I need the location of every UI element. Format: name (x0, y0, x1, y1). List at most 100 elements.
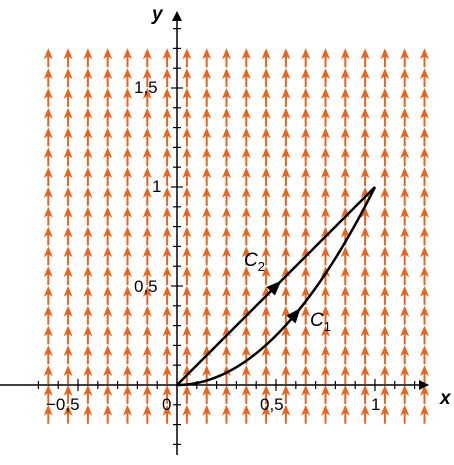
field-arrow (202, 285, 212, 305)
field-arrow (162, 345, 172, 365)
field-arrow (162, 285, 172, 305)
field-arrow (321, 384, 330, 404)
field-arrow (123, 186, 132, 206)
field-arrow (202, 266, 212, 286)
field-arrow (400, 325, 410, 345)
x-tick-label-one: 1 (371, 395, 380, 414)
field-arrow (241, 87, 251, 107)
field-arrow (241, 266, 251, 286)
field-arrow (63, 305, 73, 325)
field-arrow (142, 246, 152, 266)
field-arrow (182, 167, 192, 187)
field-arrow (103, 206, 113, 226)
field-arrow (43, 384, 53, 404)
field-arrow (340, 285, 350, 305)
field-arrow (83, 246, 93, 266)
field-arrow (241, 186, 251, 206)
field-arrow (123, 305, 132, 325)
field-arrow (222, 167, 231, 187)
field-arrow (202, 48, 212, 68)
field-arrow (281, 48, 291, 68)
field-arrow (142, 48, 152, 68)
field-arrow (222, 246, 231, 266)
field-arrow (360, 226, 370, 246)
field-arrow (202, 127, 212, 147)
field-arrow (142, 285, 152, 305)
field-arrow (63, 285, 73, 305)
field-arrow (63, 186, 73, 206)
field-arrow (360, 285, 370, 305)
field-arrow (420, 226, 429, 246)
field-arrow (380, 384, 390, 404)
field-arrow (123, 365, 132, 385)
field-arrow (360, 48, 370, 68)
field-arrow (142, 325, 152, 345)
field-arrow (182, 87, 192, 107)
field-arrow (202, 186, 212, 206)
field-arrow (380, 127, 390, 147)
field-arrow (222, 206, 231, 226)
field-arrow (142, 147, 152, 167)
field-arrow (63, 127, 73, 147)
field-arrow (321, 365, 330, 385)
field-arrow (360, 127, 370, 147)
field-arrow (261, 167, 271, 187)
field-arrow (83, 127, 93, 147)
y-tick-label-one: 1 (152, 177, 161, 196)
field-arrow (321, 404, 330, 424)
field-arrow (261, 48, 271, 68)
field-arrow (360, 305, 370, 325)
field-arrow (43, 107, 53, 127)
field-arrow (202, 107, 212, 127)
field-arrow (321, 285, 330, 305)
field-arrow (222, 87, 231, 107)
field-arrow (281, 167, 291, 187)
field-arrow (103, 345, 113, 365)
field-arrow (400, 226, 410, 246)
field-arrow (340, 246, 350, 266)
field-arrow (321, 186, 330, 206)
field-arrow (340, 266, 350, 286)
field-arrow (103, 107, 113, 127)
field-arrow (63, 384, 73, 404)
field-arrow (380, 206, 390, 226)
field-arrow (281, 206, 291, 226)
field-arrow (202, 246, 212, 266)
field-arrow (360, 325, 370, 345)
field-arrow (321, 48, 330, 68)
field-arrow (103, 147, 113, 167)
field-arrow (182, 345, 192, 365)
origin-label: 0 (162, 395, 171, 414)
field-arrow (162, 107, 172, 127)
field-arrow (400, 305, 410, 325)
field-arrow (222, 305, 231, 325)
field-arrow (400, 285, 410, 305)
field-arrow (261, 186, 271, 206)
field-arrow (43, 345, 53, 365)
field-arrow (360, 87, 370, 107)
field-arrow (83, 206, 93, 226)
field-arrow (380, 246, 390, 266)
field-arrow (83, 107, 93, 127)
field-arrow (380, 266, 390, 286)
field-arrow (222, 285, 231, 305)
field-arrow (301, 365, 311, 385)
field-arrow (261, 345, 271, 365)
field-arrow (123, 48, 132, 68)
field-arrow (321, 305, 330, 325)
field-arrow (142, 127, 152, 147)
field-arrow (380, 345, 390, 365)
field-arrow (202, 404, 212, 424)
field-arrow (360, 345, 370, 365)
field-arrow (261, 68, 271, 88)
field-arrow (222, 384, 231, 404)
field-arrow (281, 305, 291, 325)
field-arrow (123, 246, 132, 266)
field-arrow (142, 404, 152, 424)
field-arrow (182, 48, 192, 68)
field-arrow (301, 147, 311, 167)
field-arrow (182, 384, 192, 404)
field-arrow (241, 48, 251, 68)
field-arrow (162, 68, 172, 88)
y-axis-label: y (151, 4, 164, 25)
